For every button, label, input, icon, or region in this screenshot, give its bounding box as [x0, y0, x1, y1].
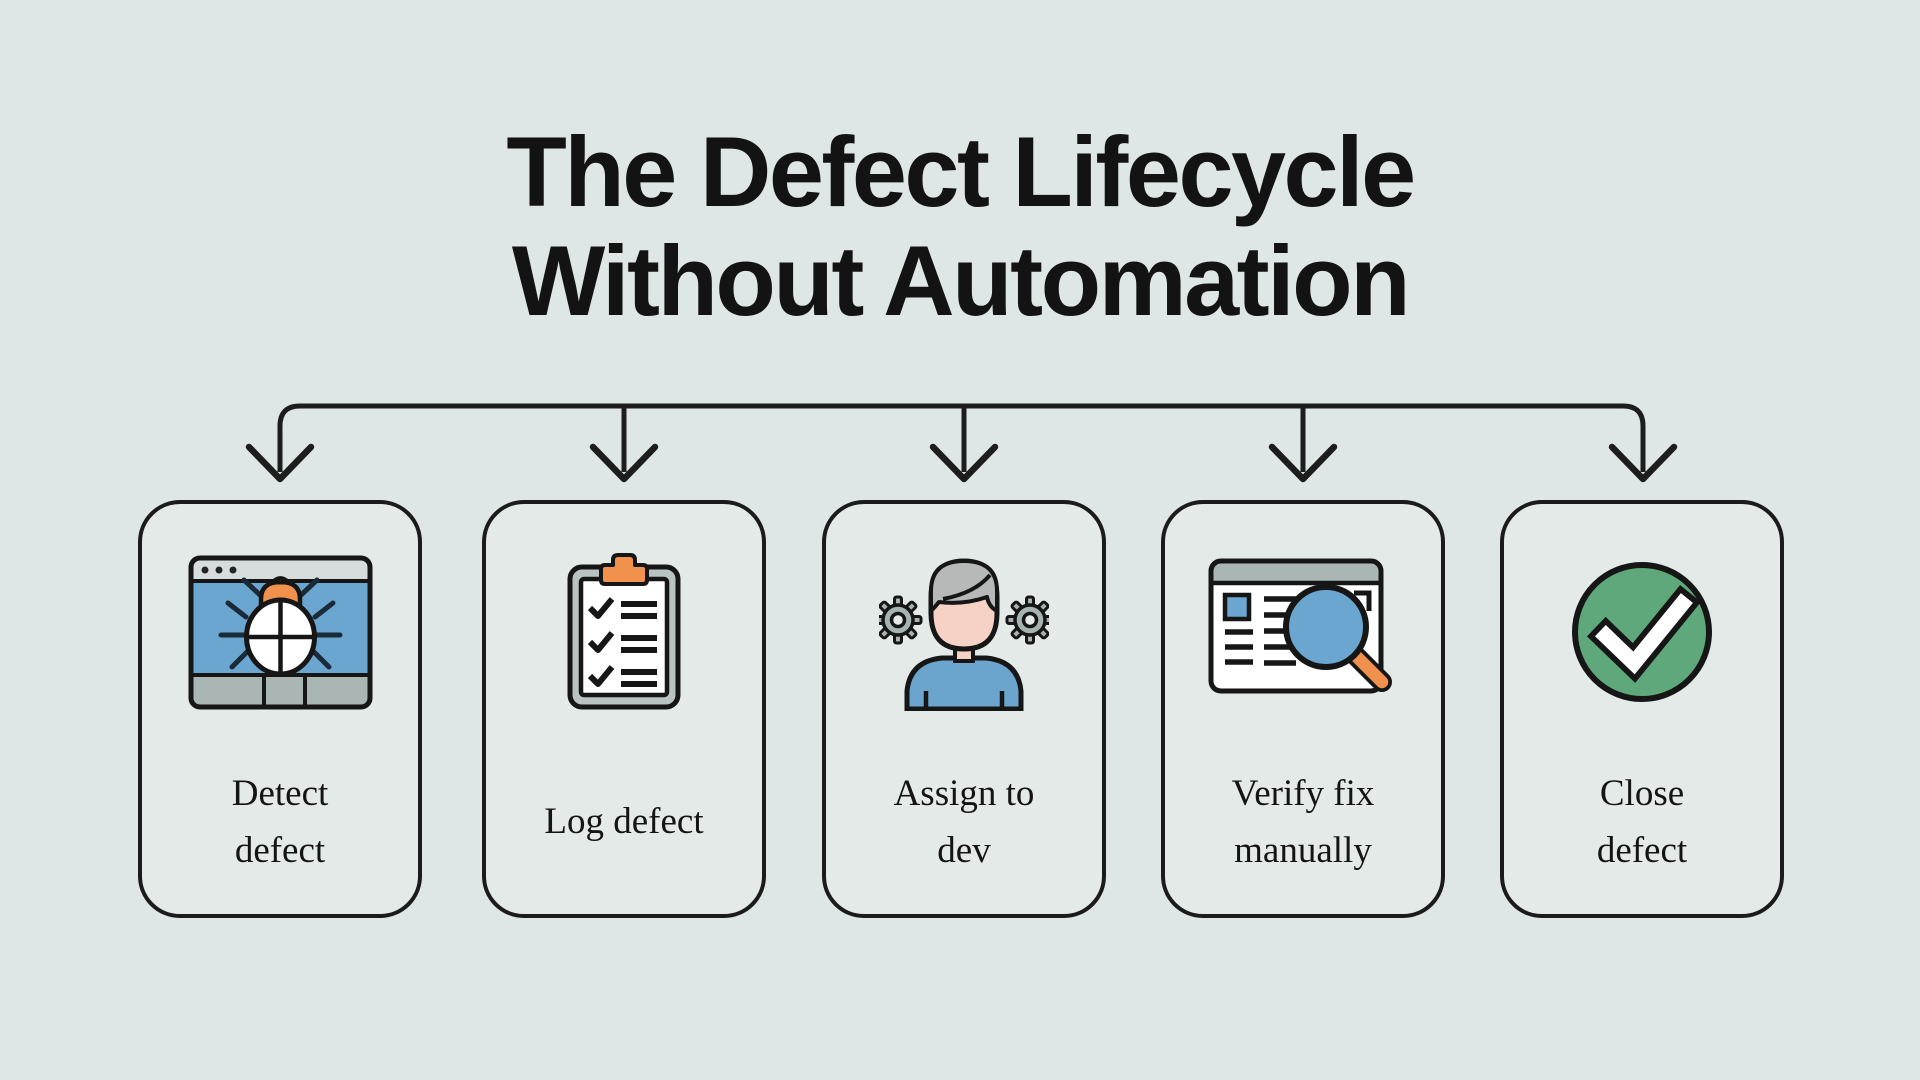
page-title-line1: The Defect Lifecycle — [506, 116, 1416, 227]
step-box-detect-defect: Detect defect — [138, 500, 422, 918]
step-label-line: Verify fix — [1231, 772, 1375, 814]
step-box-log-defect: Log defect — [482, 500, 766, 918]
page-title-line2: Without Automation — [511, 224, 1411, 336]
window-magnifier-icon — [1165, 542, 1441, 722]
page-title: The Defect Lifecycle Without Automation — [0, 116, 1920, 336]
step-label-line: Close — [1599, 772, 1685, 814]
green-check-circle-icon — [1504, 542, 1780, 722]
step-label-line: Assign to — [893, 772, 1035, 814]
step-box-close-defect: Close defect — [1500, 500, 1784, 918]
clipboard-checklist-icon — [486, 542, 762, 722]
step-label-line: manually — [1234, 830, 1372, 871]
step-label: Detect defect — [142, 756, 418, 888]
step-label-line: Detect — [231, 772, 329, 814]
step-label: Assign to dev — [826, 756, 1102, 888]
step-label-line: Log defect — [544, 801, 704, 843]
step-label: Verify fix manually — [1165, 756, 1441, 888]
bug-browser-icon — [142, 542, 418, 722]
developer-person-gears-icon — [826, 542, 1102, 722]
step-label-line: dev — [937, 830, 991, 871]
step-label-line: defect — [1596, 830, 1688, 871]
step-label: Close defect — [1504, 756, 1780, 888]
step-label-line: defect — [234, 830, 326, 871]
step-box-verify-fix: Verify fix manually — [1161, 500, 1445, 918]
step-box-assign-to-dev: Assign to dev — [822, 500, 1106, 918]
step-label: Log defect — [486, 756, 762, 888]
